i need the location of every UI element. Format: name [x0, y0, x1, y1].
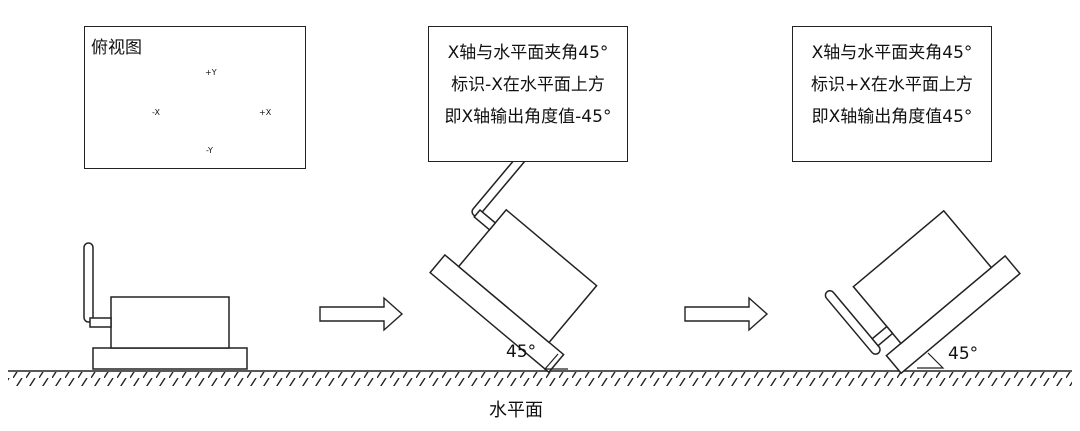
note-box-plus-x: X轴与水平面夹角45° 标识+X在水平面上方 即X轴输出角度值45° [792, 26, 992, 162]
angle-label-minus-x: 45° [506, 342, 537, 362]
note-line: X轴与水平面夹角45° [447, 43, 609, 63]
note-box-minus-x: X轴与水平面夹角45° 标识-X在水平面上方 即X轴输出角度值-45° [428, 26, 628, 162]
axis-plus-x-label: +X [259, 108, 272, 117]
device-level [83, 242, 248, 370]
note-line: 即X轴输出角度值45° [811, 107, 973, 127]
note-line: X轴与水平面夹角45° [811, 43, 973, 63]
axis-minus-y-label: -Y [206, 146, 213, 155]
device-tilted-plus-x [824, 209, 1021, 375]
device-tilted-minus-x [429, 153, 598, 374]
axis-minus-x-label: -X [152, 108, 160, 117]
note-line: 标识+X在水平面上方 [811, 75, 973, 95]
note-line: 即X轴输出角度值-45° [444, 107, 612, 127]
axis-plus-y-label: +Y [205, 68, 217, 77]
angle-mark-2 [917, 352, 945, 369]
angle-label-plus-x: 45° [948, 344, 979, 364]
ground-surface [8, 370, 1072, 386]
note-line: 标识-X在水平面上方 [451, 75, 605, 95]
ground-label: 水平面 [489, 400, 543, 421]
top-view-title: 俯视图 [91, 38, 142, 58]
angle-mark-1 [543, 353, 568, 370]
transition-arrow-1 [319, 296, 404, 332]
transition-arrow-2 [684, 296, 769, 332]
top-view-panel: 俯视图 [84, 26, 306, 169]
